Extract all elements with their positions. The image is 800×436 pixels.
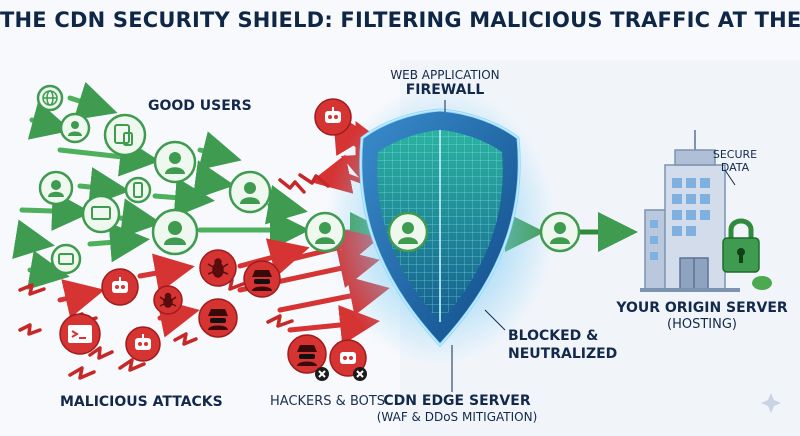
hackers-bots-label: HACKERS & BOTS xyxy=(270,394,386,409)
good-users-label: GOOD USERS xyxy=(148,98,252,114)
secure-pointer-line xyxy=(724,169,736,186)
secure-data-line2: DATA xyxy=(720,161,750,174)
bug-icon xyxy=(159,258,229,308)
secure-data-line1: SECURE xyxy=(712,148,758,161)
waf-label-line1: WEB APPLICATION xyxy=(390,68,500,82)
globe-icon xyxy=(42,90,58,106)
edge-server-title: CDN EDGE SERVER xyxy=(383,393,531,409)
malicious-attacks-label: MALICIOUS ATTACKS xyxy=(60,394,223,410)
origin-server-subtitle: (HOSTING) xyxy=(667,317,737,332)
hacker-icon xyxy=(208,270,317,366)
blocked-label-line2: NEUTRALIZED xyxy=(508,346,618,362)
terminal-icon xyxy=(68,325,92,343)
server-building-icon xyxy=(640,130,772,292)
blocked-pointer-line xyxy=(484,309,506,331)
person-icon xyxy=(48,121,570,245)
sparkle-icon xyxy=(761,393,781,413)
device-icon xyxy=(58,124,143,265)
origin-server-title: YOUR ORIGIN SERVER xyxy=(616,300,788,316)
edge-server-subtitle: (WAF & DDoS MITIGATION) xyxy=(376,410,538,424)
blocked-x-badges xyxy=(315,367,367,381)
shield-icon xyxy=(325,85,555,365)
padlock-icon xyxy=(722,218,760,273)
bot-icon xyxy=(112,107,356,364)
page-title: THE CDN SECURITY SHIELD: FILTERING MALIC… xyxy=(0,8,800,32)
waf-label-line2: FIREWALL xyxy=(405,82,485,98)
blocked-label-line1: BLOCKED & xyxy=(508,328,599,344)
